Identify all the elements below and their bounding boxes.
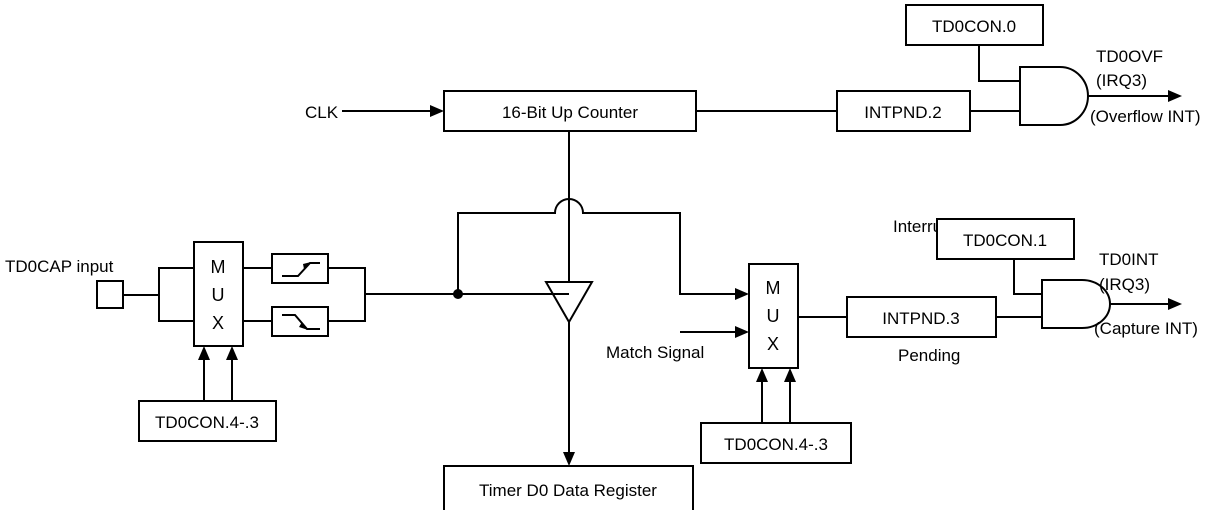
left-td0con43-box: [138, 400, 277, 442]
td0con1-label: TD0CON.1: [963, 231, 1047, 250]
data-register-box: [443, 465, 694, 510]
data-register-label: Timer D0 Data Register: [479, 481, 657, 500]
left-mux-input-top: [158, 267, 194, 295]
intpnd2-label: INTPND.2: [864, 103, 941, 122]
left-mux-box: [193, 241, 244, 347]
capture-name: TD0INT: [1099, 250, 1159, 269]
td0con1-to-gate-wire: [1013, 259, 1042, 295]
capture-output-arrowhead: [1168, 298, 1182, 310]
capture-and-gate: [1041, 279, 1111, 329]
td0cap-label: TD0CAP input: [5, 257, 114, 276]
td0con1-box-visible: [936, 218, 1075, 260]
overflow-and-gate: [1019, 66, 1089, 126]
right-ctrl-arrowhead-2: [784, 368, 796, 382]
right-mux-input-top-arrowhead: [735, 288, 749, 300]
data-register-arrowhead: [563, 452, 575, 466]
capture-irq: (IRQ3): [1099, 275, 1150, 294]
match-signal-label: Match Signal: [606, 343, 704, 362]
td0cap-pin: [96, 280, 124, 309]
right-td0con43-box: [700, 422, 852, 464]
up-counter-label: 16-Bit Up Counter: [502, 103, 638, 122]
intpnd3-box: [846, 296, 997, 338]
td0con0-to-gate-wire: [978, 45, 1020, 82]
rising-out-wire: [328, 267, 366, 294]
left-mux-letter-m: M: [211, 257, 226, 277]
right-mux-letter-u: U: [767, 306, 780, 326]
falling-edge-arrowhead: [299, 322, 308, 330]
right-td0con43-label: TD0CON.4-.3: [724, 435, 828, 454]
left-ctrl-arrowhead-2: [226, 346, 238, 360]
right-mux-box: [748, 263, 799, 369]
right-mux-letter-m: M: [766, 278, 781, 298]
overflow-name: TD0OVF: [1096, 47, 1163, 66]
clk-label: CLK: [305, 103, 339, 122]
left-mux-letter-u: U: [212, 285, 225, 305]
right-ctrl-arrowhead-1: [756, 368, 768, 382]
clk-arrowhead: [430, 105, 444, 117]
rising-edge-arrowhead: [303, 262, 311, 269]
intpnd3-label: INTPND.3: [882, 309, 959, 328]
left-ctrl-arrowhead-1: [198, 346, 210, 360]
right-mux-letter-x: X: [767, 334, 779, 354]
td0con0-label: TD0CON.0: [932, 17, 1016, 36]
overflow-output-arrowhead: [1168, 90, 1182, 102]
left-td0con43-label: TD0CON.4-.3: [155, 413, 259, 432]
overflow-irq: (IRQ3): [1096, 71, 1147, 90]
rising-edge-detector: [271, 253, 329, 284]
rising-edge-icon: [282, 262, 320, 277]
left-mux-letter-x: X: [212, 313, 224, 333]
capture-desc: (Capture INT): [1094, 319, 1198, 338]
falling-out-wire: [328, 294, 366, 322]
pending-label: Pending: [898, 346, 960, 365]
capture-buffer-triangle: [544, 281, 594, 325]
capture-to-right-mux-wire: [457, 198, 738, 295]
left-mux-input-bottom: [158, 295, 194, 322]
match-signal-arrowhead: [735, 326, 749, 338]
td0con0-box: [905, 4, 1044, 46]
overflow-desc: (Overflow INT): [1090, 107, 1201, 126]
falling-edge-icon: [282, 314, 320, 330]
